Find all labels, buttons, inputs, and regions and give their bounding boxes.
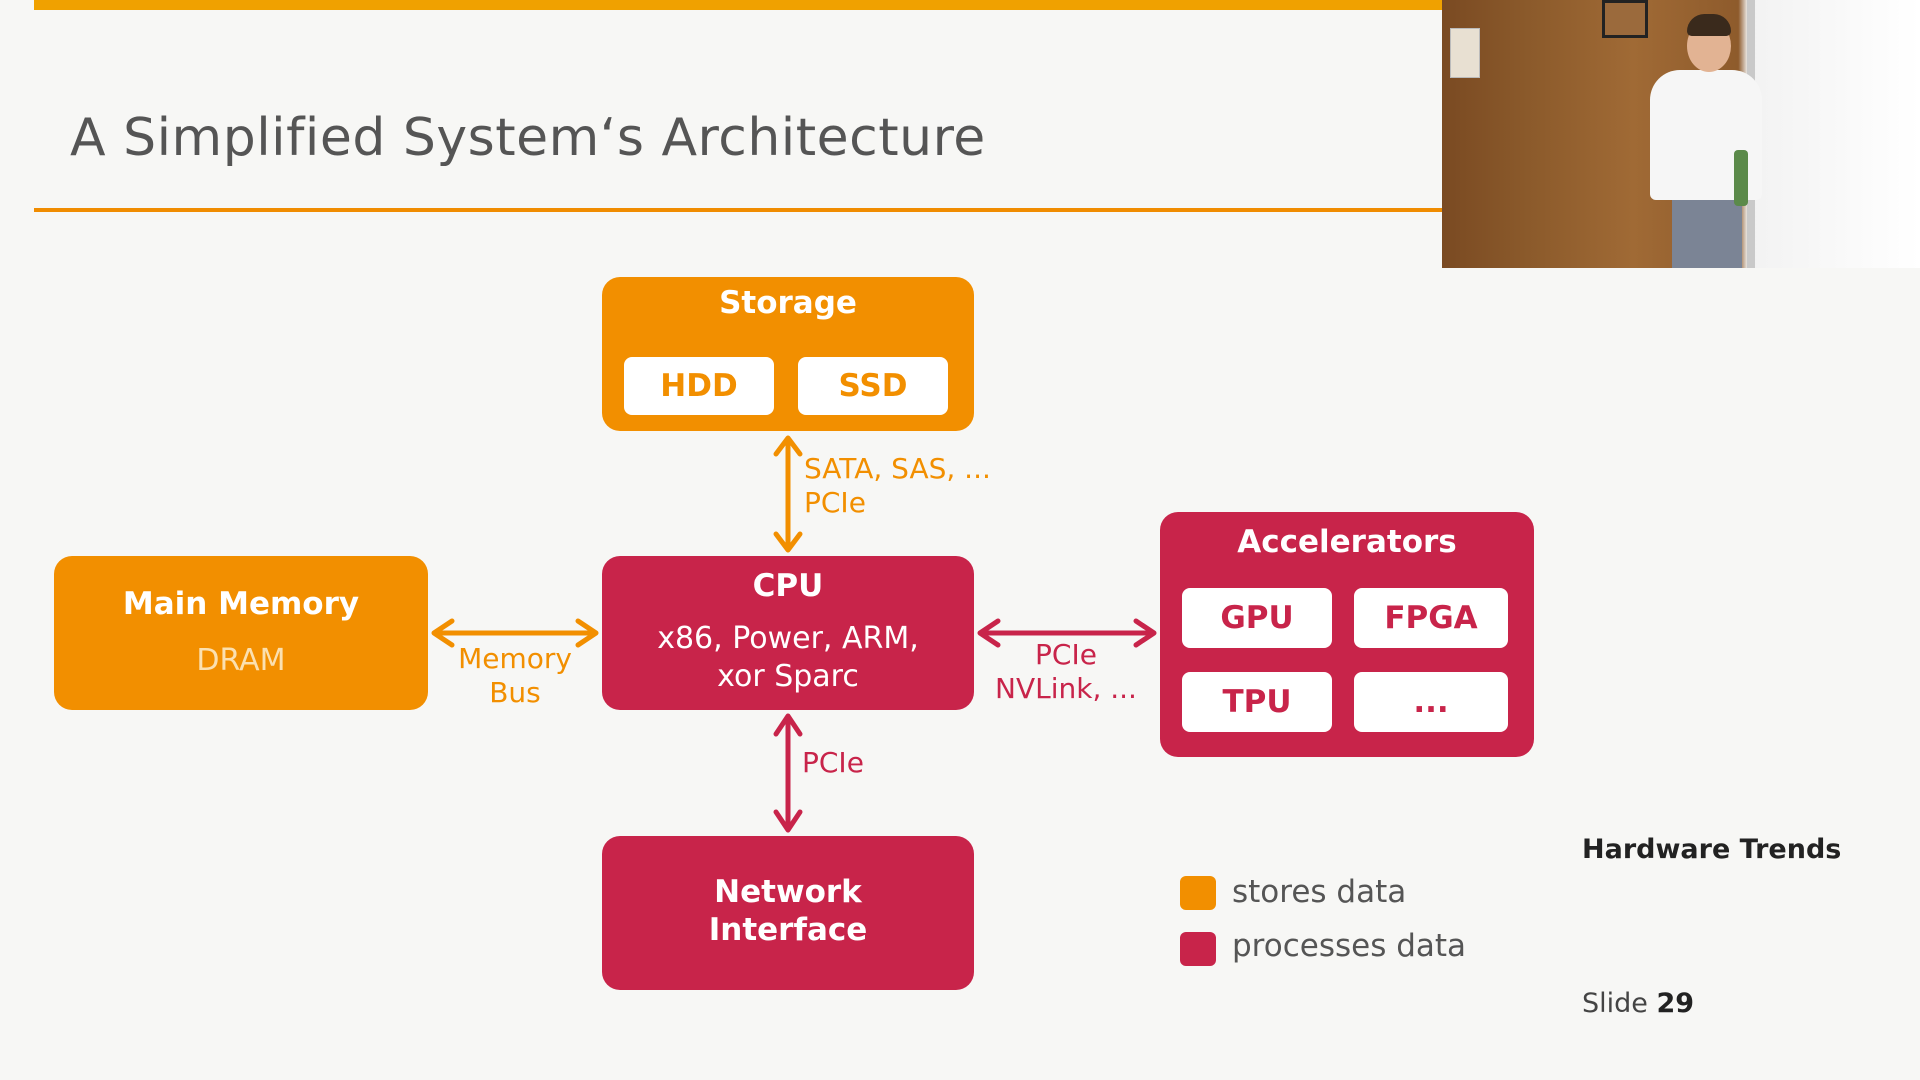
- speaker-video: [1442, 0, 1920, 268]
- speaker-bottle: [1734, 150, 1748, 206]
- cpu-box: CPU x86, Power, ARM, xor Sparc: [602, 556, 974, 710]
- slide-number: Slide 29: [1582, 988, 1694, 1019]
- legend-swatch-processes: [1180, 932, 1216, 966]
- slide-number-label: Slide: [1582, 988, 1648, 1019]
- legend-label-processes: processes data: [1232, 928, 1467, 964]
- main-memory-subtitle: DRAM: [196, 643, 286, 678]
- main-memory-title: Main Memory: [122, 586, 360, 622]
- link-label-memory-1: Memory: [458, 642, 572, 675]
- main-memory-box: Main Memory DRAM: [54, 556, 428, 710]
- network-interface-box: Network Interface: [602, 836, 974, 990]
- accel-chip-fpga: FPGA: [1354, 588, 1508, 648]
- link-label-network: PCIe: [802, 746, 864, 779]
- arrowhead-storage-top: [773, 435, 803, 457]
- arrowhead-storage-bottom: [773, 531, 803, 553]
- speaker-hair: [1687, 14, 1731, 36]
- arrowhead-accel-right: [1133, 618, 1157, 648]
- speaker-legs: [1672, 198, 1742, 268]
- accel-chip-gpu: GPU: [1182, 588, 1332, 648]
- link-label-accel-2: NVLink, ...: [995, 672, 1137, 705]
- arrowhead-memory-left: [431, 618, 455, 648]
- arrowhead-memory-right: [575, 618, 599, 648]
- wall-frame: [1602, 0, 1648, 38]
- section-title: Hardware Trends: [1582, 834, 1842, 865]
- storage-title: Storage: [719, 285, 857, 321]
- network-interface-line2: Interface: [708, 912, 868, 948]
- cpu-arch-line1: x86, Power, ARM,: [657, 621, 919, 656]
- link-label-memory-2: Bus: [489, 676, 541, 709]
- accelerators-box: Accelerators GPU FPGA TPU ...: [1160, 512, 1534, 757]
- accel-chip-more: ...: [1354, 672, 1508, 732]
- storage-chip-ssd: SSD: [798, 357, 948, 415]
- network-interface-line1: Network: [714, 874, 862, 910]
- link-label-storage-1: SATA, SAS, ...: [804, 452, 991, 485]
- storage-box: Storage HDD SSD: [602, 277, 974, 431]
- accel-chip-tpu: TPU: [1182, 672, 1332, 732]
- link-label-accel-1: PCIe: [1035, 638, 1097, 671]
- legend-label-stores: stores data: [1232, 874, 1407, 910]
- storage-chip-hdd: HDD: [624, 357, 774, 415]
- arrowhead-accel-left: [977, 618, 1001, 648]
- cpu-arch-line2: xor Sparc: [717, 659, 859, 694]
- title-rule: [34, 208, 1442, 212]
- arrowhead-network-bottom: [773, 809, 803, 833]
- slide-title: A Simplified System‘s Architecture: [70, 108, 986, 168]
- link-label-storage-2: PCIe: [804, 486, 866, 519]
- wall-poster: [1450, 28, 1480, 78]
- accent-top-bar: [34, 0, 1442, 10]
- cpu-title: CPU: [752, 568, 824, 604]
- accelerators-title: Accelerators: [1237, 524, 1457, 560]
- arrowhead-network-top: [773, 713, 803, 737]
- slide-number-value: 29: [1656, 988, 1695, 1019]
- legend-swatch-stores: [1180, 876, 1216, 910]
